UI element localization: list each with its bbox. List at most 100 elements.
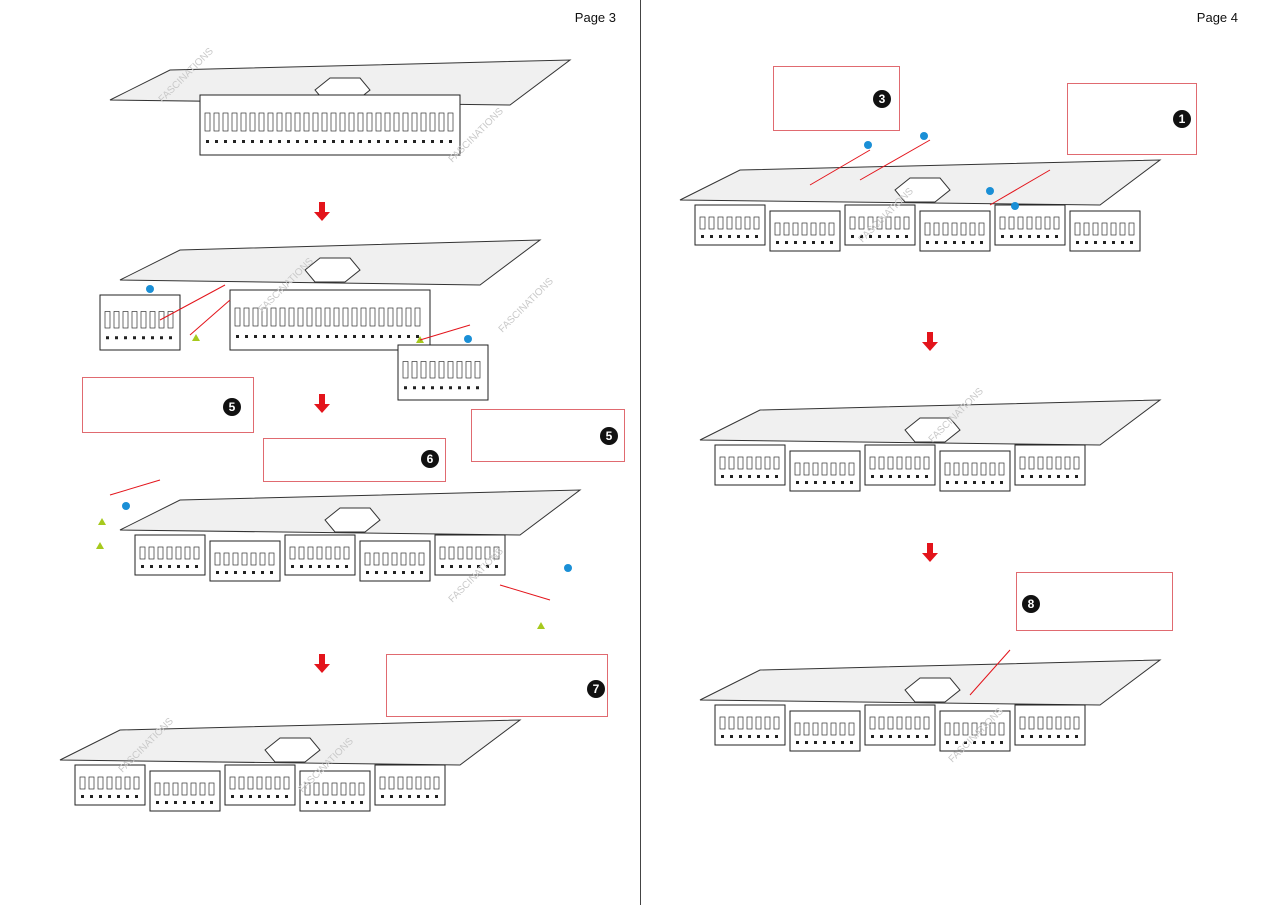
window (149, 311, 156, 329)
window (450, 565, 453, 568)
window (1066, 735, 1069, 738)
building-wall (149, 770, 221, 812)
window (408, 795, 411, 798)
window (411, 361, 418, 379)
window (163, 782, 170, 796)
window (1048, 475, 1051, 478)
window (1028, 716, 1035, 730)
building-wall (769, 210, 841, 252)
window (841, 481, 844, 484)
window (796, 481, 799, 484)
window (999, 216, 1006, 230)
window (964, 481, 967, 484)
floor-opening (264, 737, 321, 763)
window (841, 741, 844, 744)
window (448, 546, 455, 560)
window (887, 456, 894, 470)
part-callout-3: 3 (773, 66, 900, 131)
building-wall (74, 764, 146, 806)
window (989, 722, 996, 736)
window (260, 140, 263, 143)
window (1112, 241, 1115, 244)
window (368, 140, 371, 143)
window (393, 571, 396, 574)
window (341, 140, 344, 143)
window (312, 112, 319, 132)
building-wall (939, 710, 1011, 752)
window (122, 311, 129, 329)
window (413, 386, 416, 390)
window (1085, 241, 1088, 244)
window (794, 462, 801, 476)
window (730, 475, 733, 478)
floor-opening (894, 177, 951, 203)
window (97, 776, 104, 790)
window (201, 801, 204, 804)
window (719, 716, 726, 730)
window (889, 475, 892, 478)
window (305, 140, 308, 143)
window (126, 795, 129, 798)
window (402, 571, 405, 574)
window (721, 735, 724, 738)
building-wall (374, 764, 446, 806)
window (274, 776, 281, 790)
window (973, 481, 976, 484)
window (907, 735, 910, 738)
window (157, 546, 164, 560)
window (916, 475, 919, 478)
window (828, 222, 835, 236)
window (801, 222, 808, 236)
window (953, 241, 956, 244)
building-wall (299, 770, 371, 812)
blue-dot-marker (146, 285, 154, 293)
window (172, 782, 179, 796)
window (477, 565, 480, 568)
window (373, 552, 380, 566)
window (366, 571, 369, 574)
guide-line (109, 479, 161, 496)
window (1130, 241, 1133, 244)
window (821, 722, 828, 736)
window (398, 335, 401, 338)
window (303, 112, 310, 132)
window (774, 222, 781, 236)
window (1019, 235, 1022, 238)
window (964, 741, 967, 744)
window (166, 546, 173, 560)
window (849, 216, 856, 230)
building-wall (134, 534, 206, 576)
window (250, 552, 257, 566)
window (812, 462, 819, 476)
window (433, 776, 440, 790)
window (344, 335, 347, 338)
window (830, 722, 837, 736)
floor-opening (904, 417, 961, 443)
window (349, 782, 356, 796)
guide-line (499, 584, 551, 601)
building-wall (1014, 444, 1086, 486)
window (766, 475, 769, 478)
window (476, 386, 479, 390)
blue-dot-marker (564, 564, 572, 572)
window (914, 716, 921, 730)
window (785, 241, 788, 244)
window (148, 546, 155, 560)
window (267, 112, 274, 132)
window (288, 307, 295, 327)
window (1103, 241, 1106, 244)
window (90, 795, 93, 798)
page-number: Page 3 (574, 10, 616, 25)
window (1046, 716, 1053, 730)
window (819, 222, 826, 236)
window (944, 462, 951, 476)
window (821, 462, 828, 476)
window (905, 456, 912, 470)
window (1073, 456, 1080, 470)
window (1101, 222, 1108, 236)
window (407, 335, 410, 338)
window (735, 216, 742, 230)
guide-line (989, 169, 1051, 206)
window (351, 307, 358, 327)
window (417, 795, 420, 798)
